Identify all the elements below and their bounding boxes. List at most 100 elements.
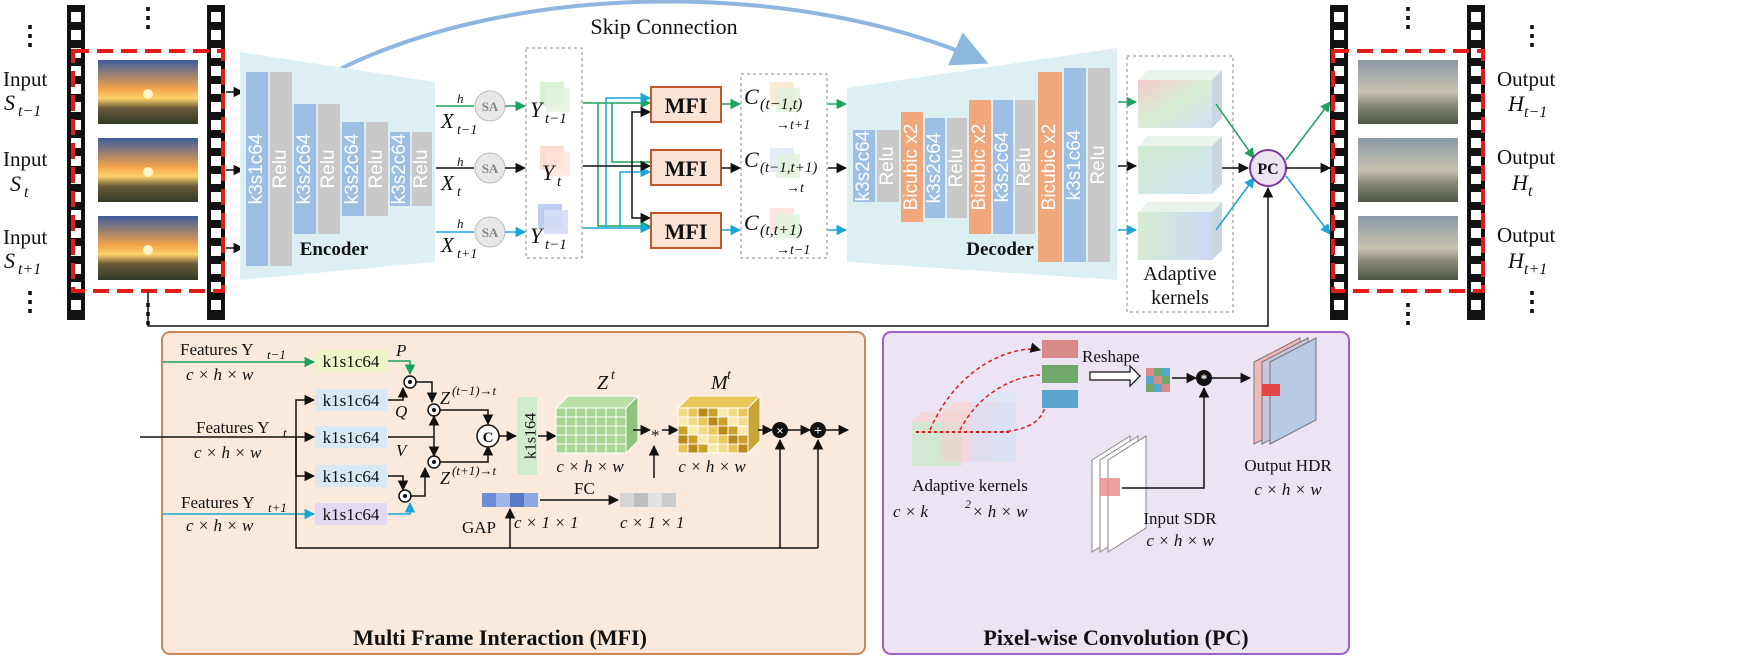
zt-cell xyxy=(595,407,607,418)
output-hdr-stack xyxy=(1253,337,1317,445)
zt-cell xyxy=(555,416,567,427)
svg-text:c × h × w: c × h × w xyxy=(1254,480,1322,499)
encoder-layer-label-5: Relu xyxy=(366,149,387,188)
zt-cell xyxy=(605,434,617,445)
zt-cell xyxy=(595,425,607,436)
zt-cell xyxy=(585,407,597,418)
c-cur: C xyxy=(744,147,759,172)
input-label-cur: Input xyxy=(3,147,47,171)
add-node xyxy=(810,422,826,438)
conv-q xyxy=(315,389,387,411)
svg-text:c × 1 × 1: c × 1 × 1 xyxy=(620,513,685,532)
y-cur: Y xyxy=(542,160,557,185)
svg-text:⋮: ⋮ xyxy=(135,3,161,32)
pc-panel-title: Pixel-wise Convolution (PC) xyxy=(983,625,1248,650)
svg-text:k1s1c64: k1s1c64 xyxy=(323,428,380,447)
encoder-layer-0 xyxy=(246,72,268,266)
zt-cell xyxy=(565,416,577,427)
y-features-box xyxy=(525,47,583,259)
decoder-layer-label-7: Relu xyxy=(1014,147,1035,186)
mfi-panel-title: Multi Frame Interaction (MFI) xyxy=(353,625,647,650)
reshape-label: Reshape xyxy=(1082,347,1140,366)
gap-label: GAP xyxy=(462,518,496,537)
encoder-layer-label-1: Relu xyxy=(270,149,291,188)
x-next: X xyxy=(440,233,455,257)
reshaped-kernel xyxy=(1146,368,1170,392)
encoder-layer-6 xyxy=(390,132,410,206)
z-next-label: Z xyxy=(440,468,451,488)
adaptive-kernels-label-1: Adaptive xyxy=(1143,263,1216,285)
svg-text:→t−1: →t−1 xyxy=(776,243,810,258)
svg-text:(t,t+1): (t,t+1) xyxy=(760,222,802,239)
mt-cell xyxy=(687,416,699,427)
kernel-stacks xyxy=(1042,340,1078,408)
input-film-strip xyxy=(67,5,225,320)
kernel-cube-1 xyxy=(1138,70,1222,128)
zt-cube-top xyxy=(554,395,640,409)
decoder-layer-0 xyxy=(853,130,875,202)
svg-text:t: t xyxy=(283,425,287,440)
mt-cell xyxy=(717,407,729,418)
encoder-layer-label-7: Relu xyxy=(411,149,432,188)
decoder-layer-label-6: k3s2c64 xyxy=(992,131,1013,202)
mt-cell xyxy=(707,425,719,436)
svg-text:h: h xyxy=(457,154,464,169)
x-cur: X xyxy=(440,171,455,195)
svg-text:c × h × w: c × h × w xyxy=(556,457,624,476)
svg-text:t: t xyxy=(557,174,562,190)
decoder-layer-label-0: k3s2c64 xyxy=(853,130,874,201)
svg-text:⋮: ⋮ xyxy=(1519,287,1545,316)
mt-cell xyxy=(737,434,749,445)
svg-text:c × h × w: c × h × w xyxy=(1146,531,1214,550)
conv-q2 xyxy=(315,465,387,487)
svg-text:→t+1: →t+1 xyxy=(776,118,810,133)
encoder-layer-2 xyxy=(294,104,316,234)
mt-cell xyxy=(737,416,749,427)
mt-cell xyxy=(687,407,699,418)
zt-cell xyxy=(575,434,587,445)
mt-cell xyxy=(697,407,709,418)
svg-text:t: t xyxy=(611,368,616,383)
svg-text:k1s164: k1s164 xyxy=(523,413,540,459)
mt-cell xyxy=(727,443,739,454)
mt-cell xyxy=(717,434,729,445)
svg-text:k1s1c64: k1s1c64 xyxy=(323,467,380,486)
svg-text:×: × xyxy=(776,423,783,438)
kernel-cube-2 xyxy=(1138,136,1222,194)
zt-cell xyxy=(575,443,587,454)
svg-text:C: C xyxy=(483,430,494,446)
svg-text:⋮: ⋮ xyxy=(1395,3,1421,32)
svg-text:c × h × w: c × h × w xyxy=(678,457,746,476)
mt-cell xyxy=(707,407,719,418)
decoder-layer-label-5: Bicubic x2 xyxy=(969,124,990,211)
mt-cell xyxy=(707,434,719,445)
mt-cell xyxy=(717,416,729,427)
svg-text:k1s1c64: k1s1c64 xyxy=(323,505,380,524)
mt-cell xyxy=(697,425,709,436)
output-label-cur: Output xyxy=(1497,145,1556,169)
mt-cell xyxy=(697,416,709,427)
mt-cell xyxy=(697,443,709,454)
skip-connection-label: Skip Connection xyxy=(590,14,737,39)
encoder-layer-label-2: k3s2c64 xyxy=(294,133,315,204)
svg-text:h: h xyxy=(457,91,464,106)
output-film-strip xyxy=(1330,5,1485,320)
zt-cell xyxy=(575,416,587,427)
zt-cell xyxy=(575,425,587,436)
decoder-layer-label-8: Bicubic x2 xyxy=(1039,124,1060,211)
mt-cell xyxy=(727,416,739,427)
mt-cell xyxy=(717,425,729,436)
mt-cell xyxy=(677,407,689,418)
mt-cell xyxy=(737,407,749,418)
input-sub-prev: t−1 xyxy=(18,103,41,120)
svg-text:k1s1c64: k1s1c64 xyxy=(323,352,380,371)
decoder-layer-label-10: Relu xyxy=(1088,145,1109,184)
decoder-layer-8 xyxy=(1038,72,1062,262)
svg-text:t+1: t+1 xyxy=(268,500,287,515)
fc-vector xyxy=(620,493,676,507)
zt-cell xyxy=(565,407,577,418)
svg-text:(t−1)→t: (t−1)→t xyxy=(452,383,497,398)
svg-text:t: t xyxy=(1528,183,1533,200)
kernel-cube-3 xyxy=(1138,202,1222,260)
